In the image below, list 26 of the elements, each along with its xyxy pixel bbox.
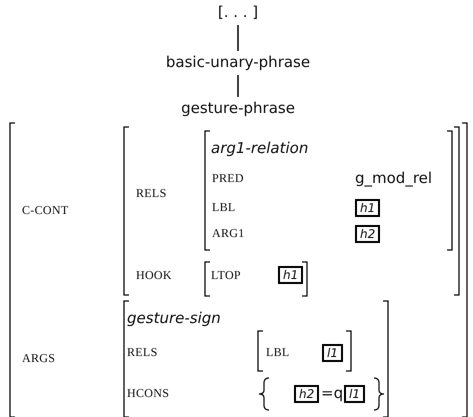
hierarchy-line <box>237 75 239 97</box>
coreference-tag: h1 <box>278 266 304 284</box>
feature-name: C-CONT <box>22 203 68 217</box>
coreference-tag: l1 <box>322 344 343 362</box>
coreference-tag: h1 <box>355 199 380 217</box>
feature-name: ARG1 <box>212 226 245 240</box>
type-name: basic-unary-phrase <box>166 52 310 72</box>
feature-value: g_mod_rel <box>355 169 432 187</box>
type-name: arg1-relation <box>211 139 308 157</box>
feature-name: RELS <box>127 345 158 359</box>
coreference-tag: h2 <box>294 385 320 403</box>
feature-name: LBL <box>212 200 236 214</box>
feature-name: LBL <box>266 345 290 359</box>
feature-name: ARGS <box>22 351 56 365</box>
coreference-tag: l1 <box>344 385 365 403</box>
type-name: gesture-sign <box>127 309 221 327</box>
coreference-tag: h2 <box>355 225 380 243</box>
feature-value: =q <box>321 384 344 402</box>
feature-name: HOOK <box>136 268 172 282</box>
feature-name: RELS <box>136 186 167 200</box>
feature-name: LTOP <box>211 268 241 282</box>
feature-name: PRED <box>212 171 244 185</box>
type-name: gesture-phrase <box>181 98 295 118</box>
type-name: [. . . ] <box>218 2 258 22</box>
hierarchy-line <box>237 25 239 51</box>
feature-name: HCONS <box>127 386 170 400</box>
